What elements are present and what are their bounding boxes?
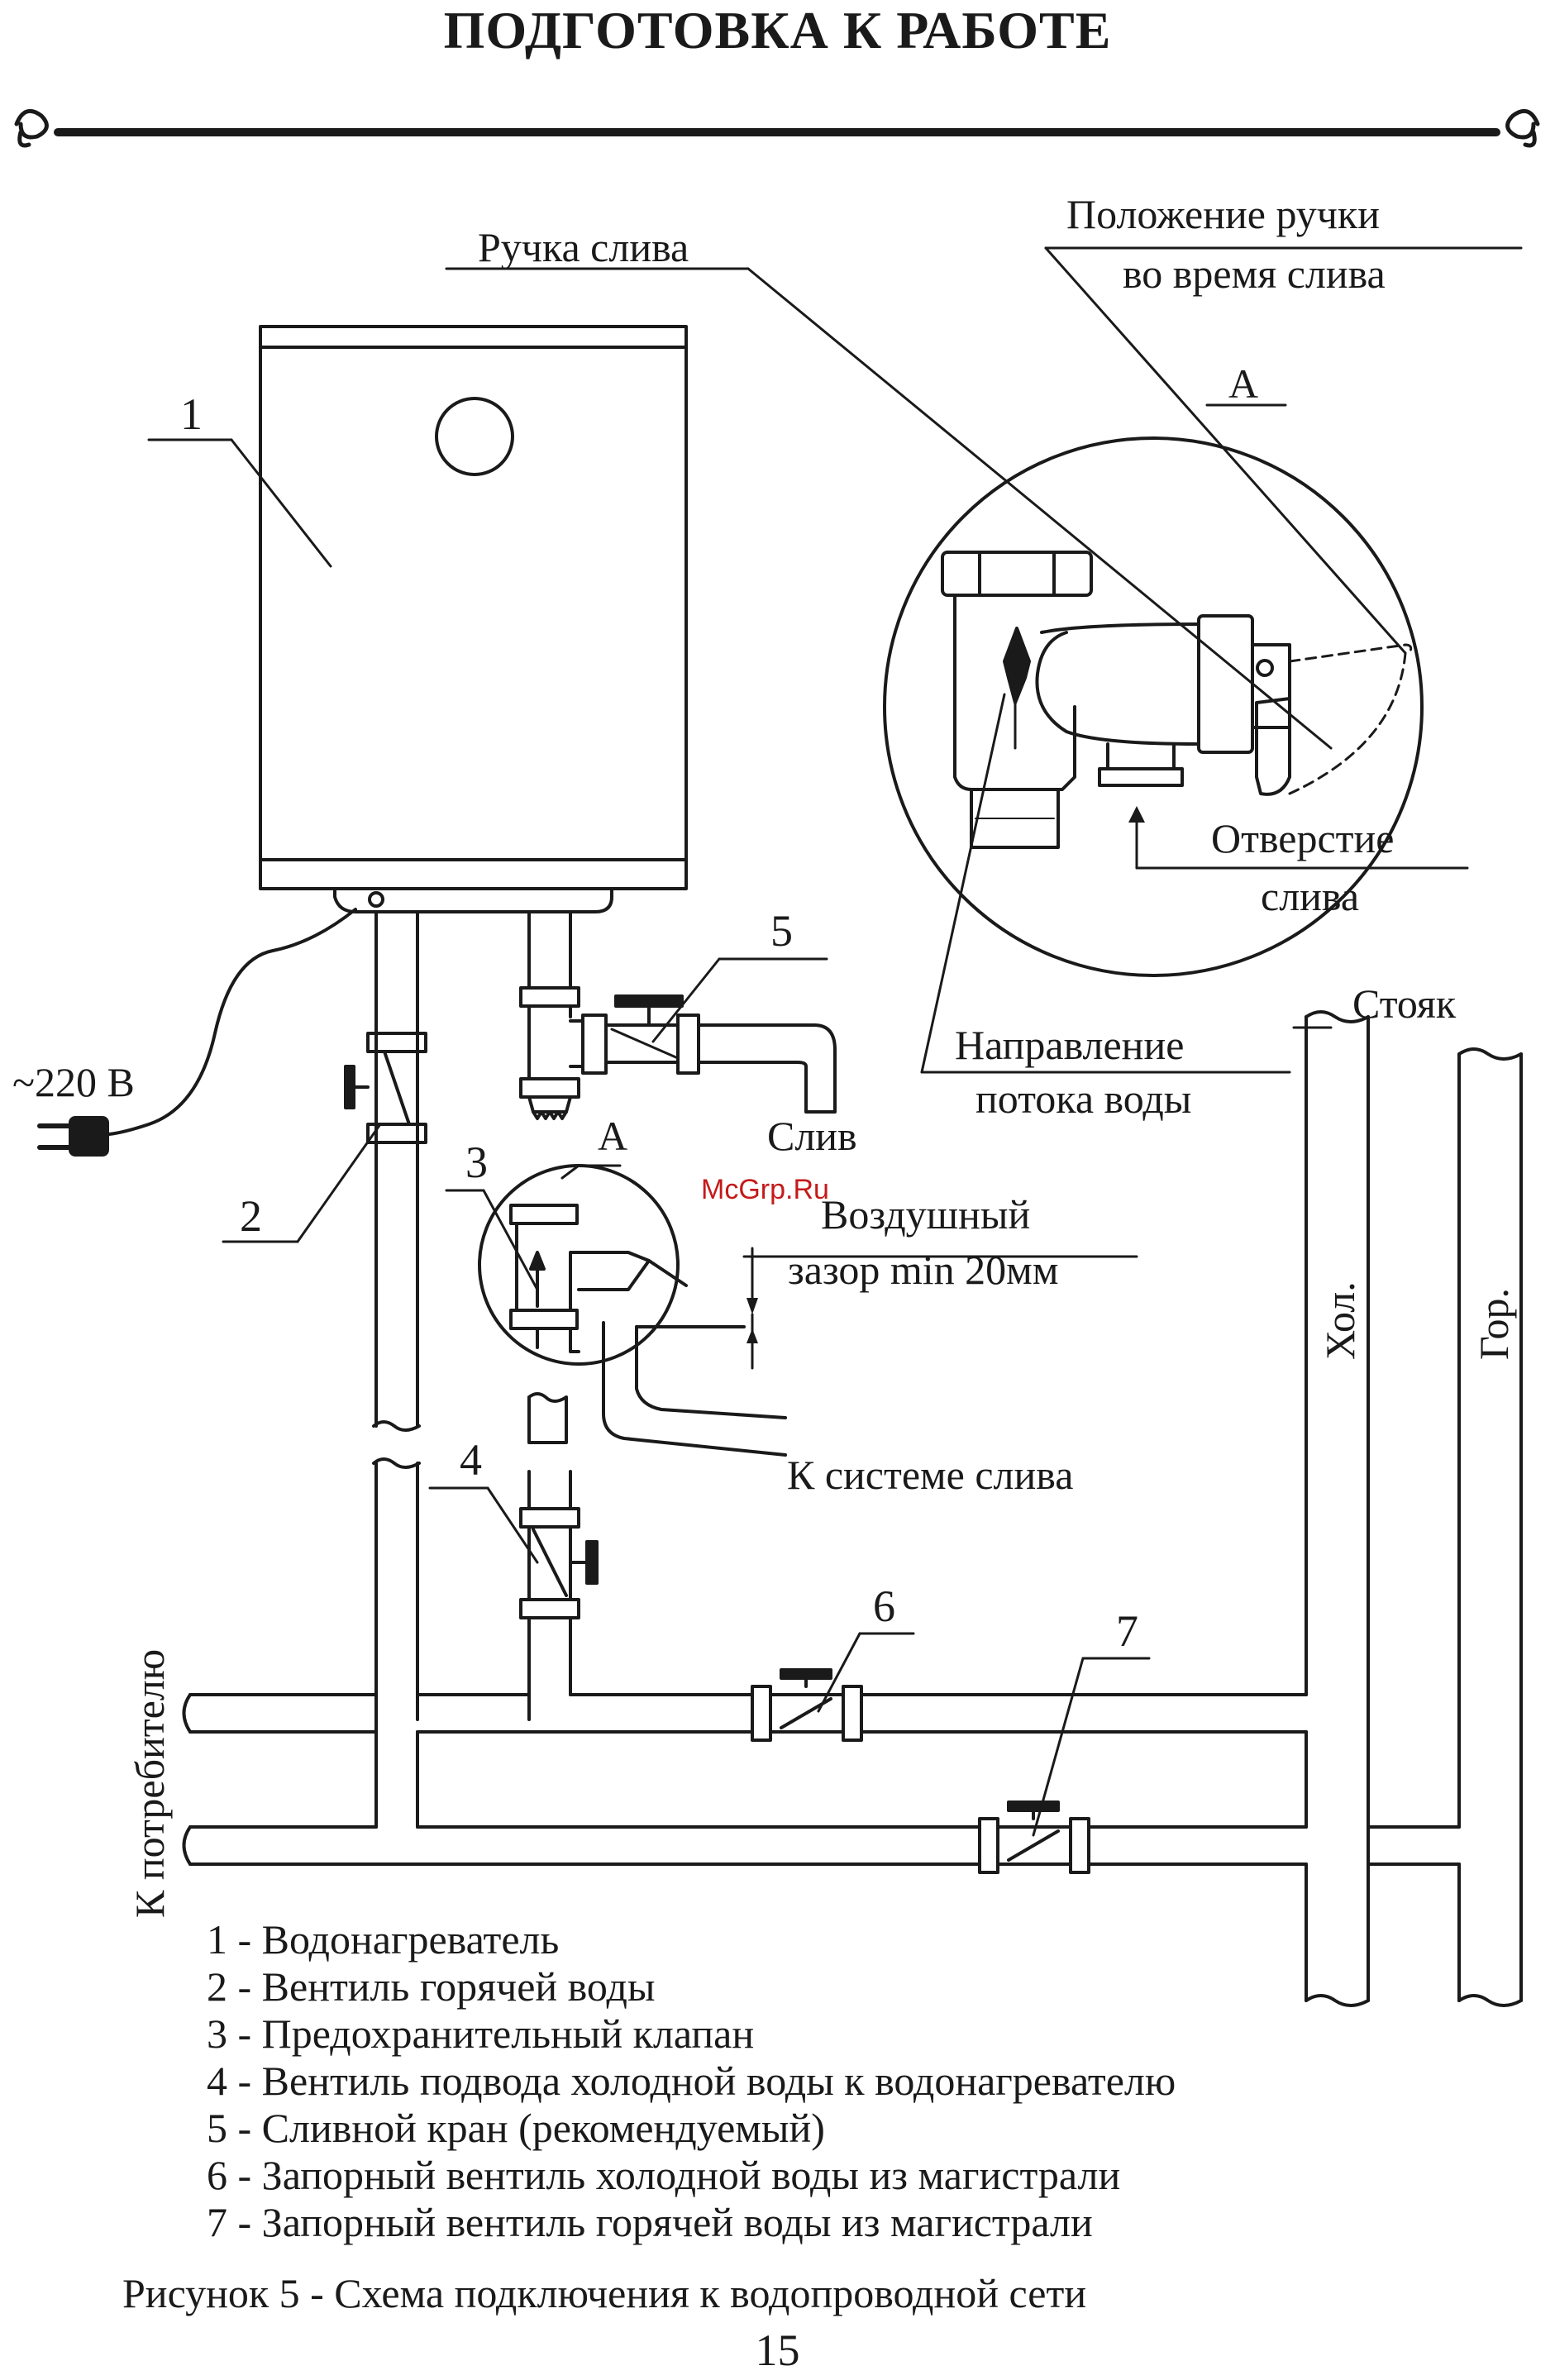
label-voltage: ~220 В	[12, 1059, 135, 1105]
figure-caption: Рисунок 5 - Схема подключения к водопров…	[122, 2270, 1087, 2316]
label-air-gap-2: зазор min 20мм	[788, 1247, 1059, 1293]
marker-2: 2	[240, 1191, 262, 1241]
label-cold: Хол.	[1317, 1281, 1363, 1360]
marker-7: 7	[1116, 1606, 1138, 1656]
legend-item: 2 - Вентиль горячей воды	[207, 1963, 656, 2010]
hot-riser	[1457, 1047, 1523, 2007]
marker-4: 4	[460, 1435, 482, 1485]
label-drain-hole-1: Отверстие	[1211, 815, 1395, 861]
heater-control-knob	[435, 397, 514, 476]
label-drain: Слив	[767, 1113, 857, 1159]
label-hot: Гор.	[1471, 1287, 1517, 1360]
cold-main-line	[182, 1668, 1308, 1742]
leader-lines	[147, 246, 1523, 1837]
legend-item: 3 - Предохранительный клапан	[207, 2010, 755, 2057]
watermark: McGrp.Ru	[701, 1174, 829, 1205]
marker-5: 5	[770, 906, 793, 956]
drain-system-pipe	[602, 1321, 787, 1457]
cold-inlet-valve	[519, 1507, 599, 1721]
drain-tap	[569, 994, 837, 1114]
hot-outlet-pipe	[372, 910, 421, 1829]
plug-icon	[69, 1116, 109, 1157]
marker-1: 1	[180, 389, 203, 439]
label-flow-direction-1: Направление	[955, 1022, 1185, 1068]
label-drain-handle: Ручка слива	[478, 224, 689, 270]
hot-main-line	[182, 1730, 1461, 1874]
label-to-consumer: К потребителю	[126, 1648, 173, 1918]
label-view-a-large: А	[1228, 360, 1259, 407]
label-view-a-small: А	[598, 1113, 628, 1159]
marker-6: 6	[873, 1581, 895, 1631]
air-gap-dimension	[742, 1247, 1138, 1370]
power-cord	[37, 908, 357, 1157]
label-to-drain-system: К системе слива	[787, 1452, 1074, 1498]
page-number: 15	[755, 2325, 800, 2375]
cold-inlet-pipe	[519, 910, 580, 1120]
label-air-gap-1: Воздушный	[821, 1191, 1031, 1238]
water-heater	[259, 325, 688, 913]
label-drain-hole-2: слива	[1261, 873, 1360, 919]
label-handle-position-2: во время слива	[1123, 250, 1386, 297]
legend-item: 1 - Водонагреватель	[207, 1916, 560, 1963]
cold-riser	[1305, 1010, 1370, 2007]
label-handle-position-1: Положение ручки	[1066, 191, 1380, 237]
label-riser: Стояк	[1352, 980, 1457, 1027]
legend-item: 5 - Сливной кран (рекомендуемый)	[207, 2105, 825, 2151]
safety-valve-detail	[478, 1164, 688, 1366]
legend-item: 7 - Запорный вентиль горячей воды из маг…	[207, 2199, 1093, 2245]
legend-item: 4 - Вентиль подвода холодной воды к водо…	[207, 2058, 1176, 2104]
page-title: ПОДГОТОВКА К РАБОТЕ	[443, 1, 1112, 60]
hot-water-valve	[344, 1032, 427, 1144]
legend: 1 - Водонагреватель 2 - Вентиль горячей …	[207, 1916, 1176, 2246]
marker-3: 3	[465, 1138, 488, 1187]
header-rule	[14, 108, 1540, 148]
label-flow-direction-2: потока воды	[975, 1076, 1192, 1122]
legend-item: 6 - Запорный вентиль холодной воды из ма…	[207, 2152, 1121, 2198]
pipe-break	[527, 1392, 572, 1510]
safety-valve-zoom	[883, 436, 1424, 977]
